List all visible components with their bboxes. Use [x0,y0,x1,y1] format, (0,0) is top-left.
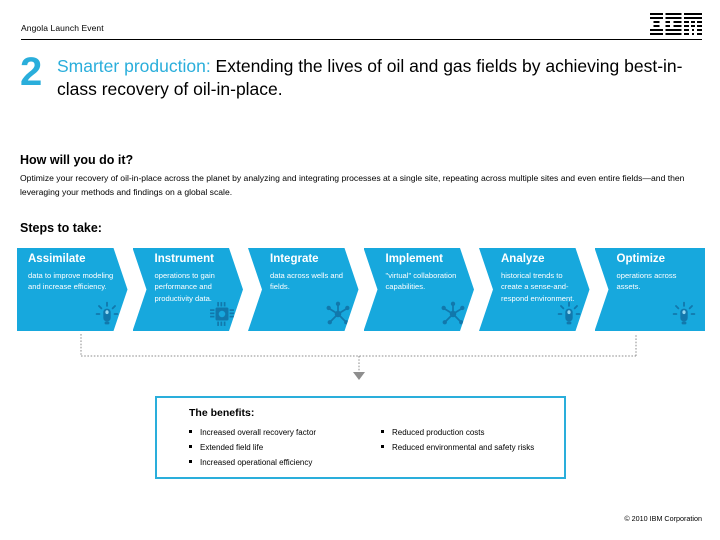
step-chevron-instrument[interactable]: Instrument operations to gain performance… [133,248,244,331]
slide-number: 2 [20,50,43,94]
page-title: Smarter production: Extending the lives … [57,55,707,101]
bullet-square-icon [381,430,384,433]
benefit-text: Increased overall recovery factor [200,428,317,437]
steps-chevron-band: Assimilate data to improve modeling and i… [17,248,705,331]
benefit-item: Reduced production costs [381,426,561,439]
event-label: Angola Launch Event [21,23,104,33]
benefit-item: Extended field life [189,441,389,454]
step-title: Assimilate [28,253,86,265]
network-node-icon [440,301,466,327]
steps-heading: Steps to take: [20,221,102,235]
how-body: Optimize your recovery of oil-in-place a… [20,173,685,197]
step-title: Implement [385,253,444,265]
bullet-square-icon [189,445,192,448]
flow-arrow-icon [353,372,365,380]
network-node-icon [325,301,351,327]
page-title-accent: Smarter production: [57,56,211,76]
step-description: data to improve modeling and increase ef… [28,271,114,292]
step-chevron-assimilate[interactable]: Assimilate data to improve modeling and i… [17,248,128,331]
chip-icon [209,301,235,327]
page-title-rest: Extending the lives of oil and gas field… [57,56,683,99]
step-chevron-implement[interactable]: Implement "virtual" collaboration capabil… [364,248,475,331]
sensor-bulb-icon [94,301,120,327]
step-description: historical trends to create a sense-and-… [501,271,575,303]
step-chevron-integrate[interactable]: Integrate data across wells and fields. [248,248,359,331]
step-description: operations across assets. [616,271,677,292]
step-chevron-analyze[interactable]: Analyze historical trends to create a sen… [479,248,590,331]
benefit-text: Extended field life [200,443,264,452]
benefit-item: Increased operational efficiency [189,456,389,469]
benefits-box: The benefits: Increased overall recovery… [155,396,566,479]
step-description: data across wells and fields. [270,271,344,292]
bullet-square-icon [381,445,384,448]
ibm-logo-icon [650,13,702,35]
step-title: Instrument [154,253,214,265]
benefit-text: Reduced environmental and safety risks [392,443,535,452]
flow-connector [0,331,720,389]
footer-copyright: © 2010 IBM Corporation [624,514,702,523]
sensor-bulb-icon [556,301,582,327]
benefit-item: Increased overall recovery factor [189,426,389,439]
step-description: "virtual" collaboration capabilities. [385,271,457,292]
benefit-item: Reduced environmental and safety risks [381,441,561,454]
header-divider [21,39,702,40]
benefit-text: Increased operational efficiency [200,458,313,467]
benefit-text: Reduced production costs [392,428,485,437]
step-title: Optimize [616,253,666,265]
bullet-square-icon [189,460,192,463]
how-heading: How will you do it? [20,153,134,167]
sensor-bulb-icon [671,301,697,327]
step-title: Analyze [501,253,545,265]
step-description: operations to gain performance and produ… [154,271,215,303]
benefits-title: The benefits: [189,407,255,419]
step-title: Integrate [270,253,319,265]
bullet-square-icon [189,430,192,433]
step-chevron-optimize[interactable]: Optimize operations across assets. [594,248,705,331]
